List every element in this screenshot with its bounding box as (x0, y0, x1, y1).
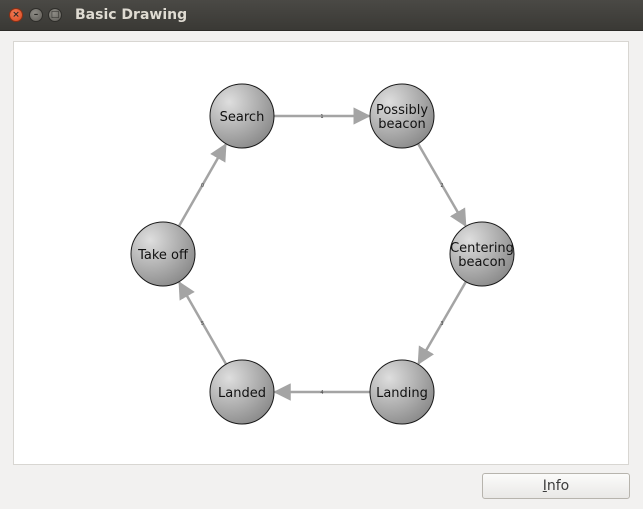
minimize-icon: – (33, 10, 39, 20)
edge-label: 2 (440, 183, 443, 189)
edge-label: 1 (320, 114, 323, 120)
node-landed[interactable]: Landed (209, 359, 275, 425)
node-circle (130, 221, 196, 287)
node-circle (209, 359, 275, 425)
node-label: Landed (218, 386, 266, 401)
node-label: Centering (450, 241, 514, 256)
node-circle (209, 83, 275, 149)
edge-centering-beacon-to-landing (417, 281, 468, 365)
edge-landed-to-take-off (178, 281, 228, 365)
info-mnemonic: I (542, 478, 547, 494)
close-icon: × (12, 10, 20, 20)
node-circle (369, 83, 435, 149)
info-button[interactable]: Info (482, 473, 630, 499)
edge-label: 5 (201, 321, 204, 327)
window-title: Basic Drawing (75, 7, 188, 23)
node-label: Landing (376, 386, 428, 401)
close-window-button[interactable]: × (9, 8, 23, 22)
node-label: beacon (458, 255, 506, 270)
edge-label: 3 (440, 321, 443, 327)
node-label: Possibly (376, 103, 428, 118)
title-bar: × – □ Basic Drawing (0, 0, 643, 31)
node-label: Take off (137, 248, 189, 263)
maximize-icon: □ (50, 10, 60, 20)
edge-possibly-beacon-to-centering-beacon (416, 143, 467, 227)
node-landing[interactable]: Landing (369, 359, 435, 425)
info-label: nfo (546, 478, 570, 494)
node-circle (369, 359, 435, 425)
node-label: Search (220, 110, 265, 125)
maximize-window-button[interactable]: □ (48, 8, 62, 22)
node-circle (449, 221, 515, 287)
node-take-off[interactable]: Take off (130, 221, 196, 287)
minimize-window-button[interactable]: – (29, 8, 43, 22)
edge-label: 0 (201, 183, 204, 189)
edge-take-off-to-search (177, 143, 227, 227)
edge-label: 4 (320, 390, 323, 396)
node-search[interactable]: Search (209, 83, 275, 149)
node-label: beacon (378, 117, 426, 132)
